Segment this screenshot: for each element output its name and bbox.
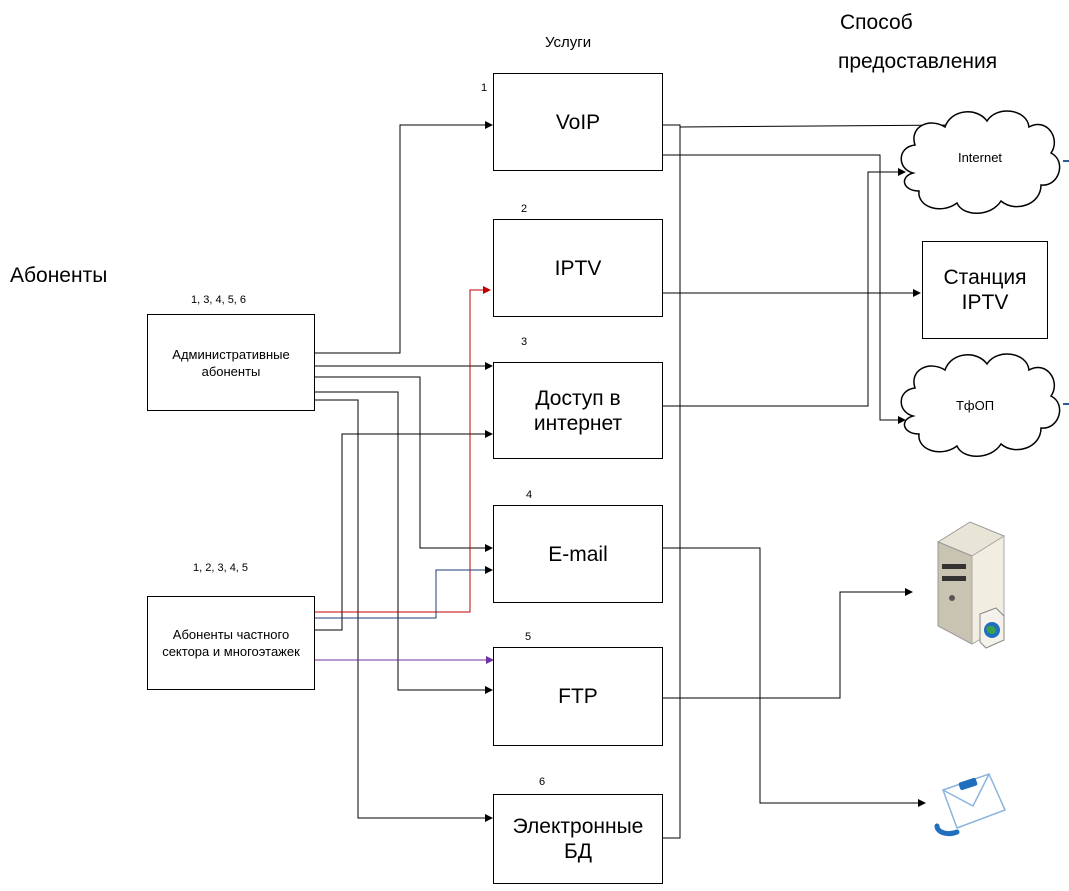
method-header-line1: Способ <box>840 11 913 34</box>
iptv-station-label: Станция IPTV <box>943 266 1027 314</box>
pstn-label: ТфОП <box>955 398 995 413</box>
service-internet-access-label: Доступ в интернет <box>533 386 623 435</box>
service-num-4: 4 <box>526 489 533 501</box>
service-iptv-box: IPTV <box>493 219 663 317</box>
service-email-box: E-mail <box>493 505 663 603</box>
internet-cloud-icon <box>900 110 1069 214</box>
service-num-6: 6 <box>539 776 546 788</box>
service-num-5: 5 <box>525 631 532 643</box>
service-num-1: 1 <box>481 82 488 94</box>
admin-subscribers-box: Административные абоненты <box>147 314 315 411</box>
subscribers-header: Абоненты <box>10 264 108 287</box>
email-envelope-icon <box>934 773 1007 837</box>
services-header: Услуги <box>545 34 592 51</box>
service-email-label: E-mail <box>548 542 608 566</box>
service-num-3: 3 <box>521 336 528 348</box>
pstn-cloud-icon <box>900 353 1069 457</box>
service-databases-box: Электронные БД <box>493 794 663 884</box>
private-services-list: 1, 2, 3, 4, 5 <box>193 562 249 574</box>
private-subscribers-box: Абоненты частного сектора и многоэтажек <box>147 596 315 690</box>
service-ftp-box: FTP <box>493 647 663 746</box>
service-ftp-label: FTP <box>558 685 598 708</box>
method-header-line2: предоставления <box>838 50 998 73</box>
admin-services-list: 1, 3, 4, 5, 6 <box>191 294 247 306</box>
iptv-station-box: Станция IPTV <box>922 241 1048 339</box>
service-voip-box: VoIP <box>493 73 663 171</box>
admin-subscribers-label: Административные абоненты <box>172 346 290 379</box>
server-icon <box>936 521 1006 649</box>
service-iptv-label: IPTV <box>554 256 602 280</box>
service-internet-access-box: Доступ в интернет <box>493 362 663 459</box>
service-databases-label: Электронные БД <box>512 815 644 863</box>
internet-label: Internet <box>957 150 1003 165</box>
service-voip-label: VoIP <box>555 110 601 134</box>
service-num-2: 2 <box>521 203 528 215</box>
private-subscribers-label: Абоненты частного сектора и многоэтажек <box>162 627 300 659</box>
